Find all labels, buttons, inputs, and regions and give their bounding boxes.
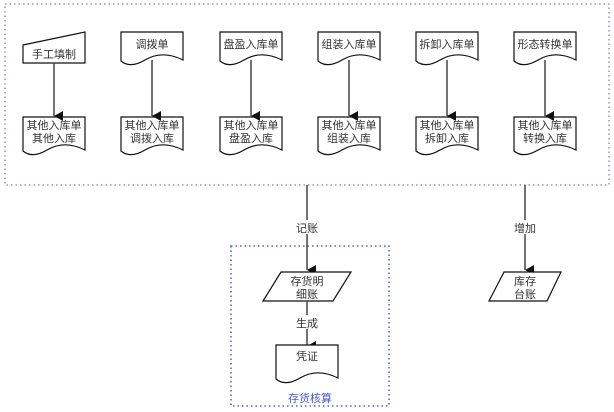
node-other-inbound-5-line1: 其他入库单 [518, 119, 573, 132]
node-other-inbound-0-line1: 其他入库单 [27, 119, 82, 132]
node-voucher[interactable]: 凭证 [275, 344, 339, 384]
node-inventory-detail-ledger[interactable]: 存货明 细账 [261, 271, 353, 302]
node-stock-ledger[interactable]: 库存 台账 [488, 271, 562, 302]
node-other-inbound-2-line2: 盘盈入库 [229, 131, 273, 145]
node-manual-entry[interactable]: 手工填制 [22, 31, 86, 64]
node-disassembly-label: 拆卸入库单 [420, 37, 475, 51]
node-other-inbound-5-line2: 转换入库 [523, 131, 567, 145]
node-stock-ledger-line1: 库存 [514, 274, 536, 288]
node-assembly[interactable]: 组装入库单 [317, 31, 381, 66]
node-other-inbound-2-line1: 其他入库单 [224, 119, 279, 132]
node-surplus[interactable]: 盘盈入库单 [219, 31, 283, 66]
inventory-accounting-group [230, 245, 390, 407]
node-transfer[interactable]: 调拨单 [120, 31, 184, 66]
node-manual-entry-label: 手工填制 [32, 47, 76, 61]
node-disassembly[interactable]: 拆卸入库单 [415, 31, 479, 66]
increase-edge-label: 增加 [514, 221, 536, 235]
node-other-inbound-1-line1: 其他入库单 [125, 119, 180, 132]
node-conversion[interactable]: 形态转换单 [513, 31, 577, 66]
node-voucher-label: 凭证 [296, 349, 318, 363]
posting-edge-label: 记账 [296, 222, 318, 235]
node-other-inbound-3-line1: 其他入库单 [322, 119, 377, 132]
node-transfer-label: 调拨单 [136, 37, 169, 51]
node-inventory-detail-ledger-line2: 细账 [296, 288, 318, 301]
node-other-inbound-4-line2: 拆卸入库 [425, 131, 469, 145]
node-other-inbound-3-line2: 组装入库 [327, 131, 371, 145]
inventory-accounting-group-label: 存货核算 [288, 391, 332, 405]
node-inventory-detail-ledger-line1: 存货明 [291, 274, 324, 288]
node-assembly-label: 组装入库单 [322, 37, 377, 51]
node-other-inbound-4-line1: 其他入库单 [420, 119, 475, 132]
node-stock-ledger-line2: 台账 [514, 287, 536, 301]
node-surplus-label: 盘盈入库单 [224, 37, 279, 51]
node-other-inbound-1-line2: 调拨入库 [130, 131, 174, 145]
inbound-documents-group [4, 3, 610, 186]
node-conversion-label: 形态转换单 [518, 37, 573, 51]
generate-edge-label: 生成 [296, 316, 318, 330]
node-other-inbound-0-line2: 其他入库 [32, 132, 76, 145]
